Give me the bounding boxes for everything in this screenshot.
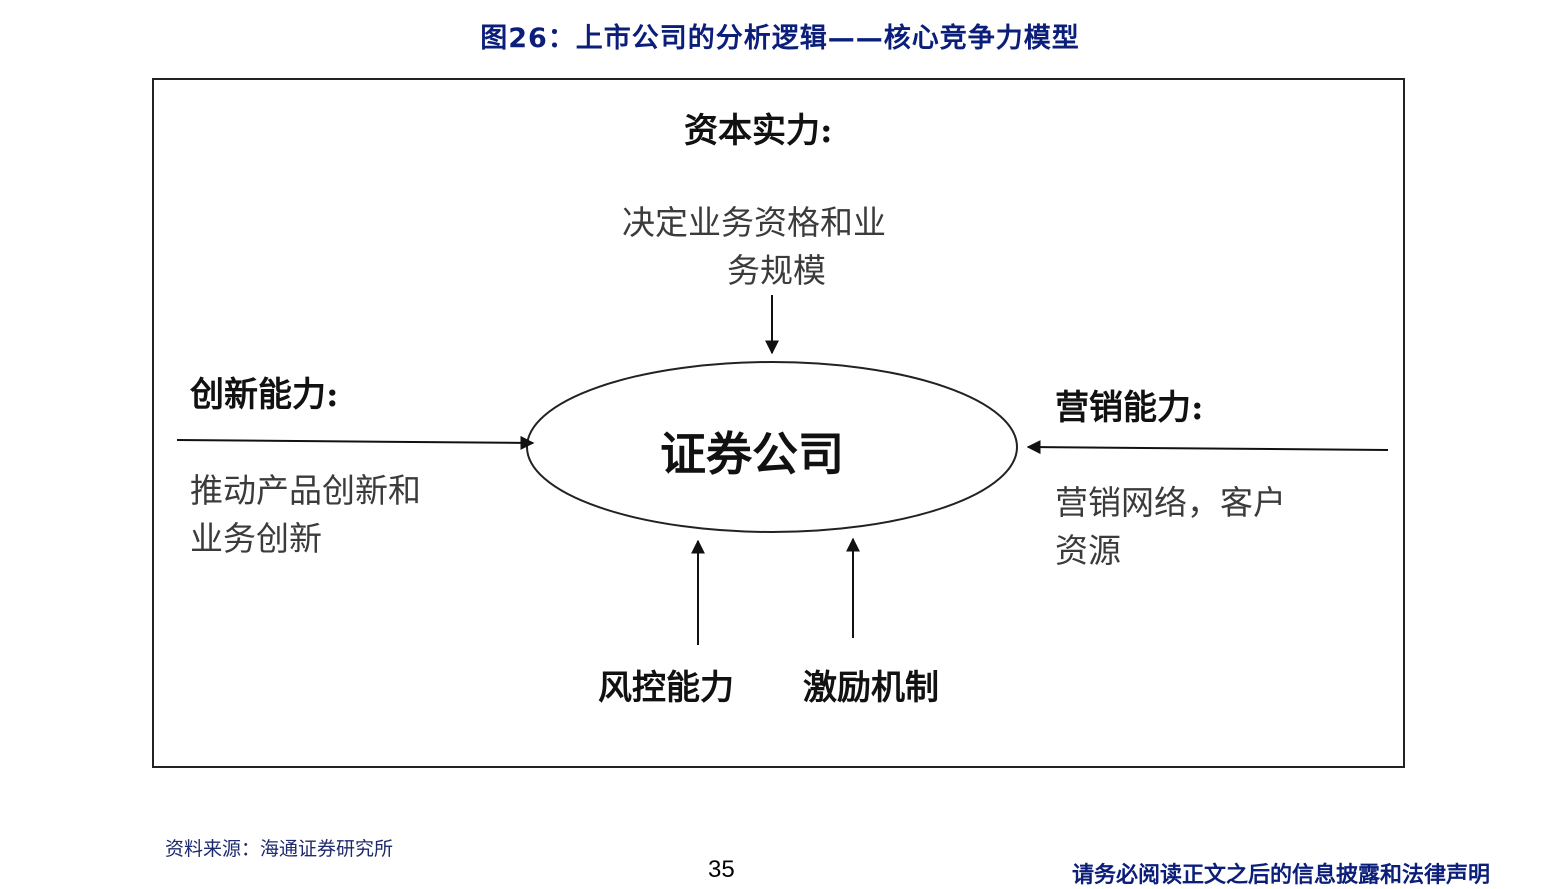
marketing-header: 营销能力:	[1055, 388, 1204, 428]
risk-control-label: 风控能力	[598, 668, 734, 708]
marketing-desc-line1: 营销网络，客户	[1055, 483, 1286, 522]
innovation-desc-line2: 业务创新	[190, 519, 322, 558]
capital-strength-desc-line2: 务规模	[727, 251, 826, 290]
capital-strength-desc-line1: 决定业务资格和业	[622, 203, 886, 242]
capital-strength-header: 资本实力:	[684, 111, 833, 151]
marketing-desc-line2: 资源	[1055, 531, 1121, 570]
innovation-header: 创新能力:	[190, 375, 339, 415]
center-label: 证券公司	[660, 427, 844, 481]
source-note: 资料来源：海通证券研究所	[165, 838, 394, 860]
arrow-right	[1026, 440, 1389, 455]
arrow-left	[176, 435, 535, 450]
innovation-desc-line1: 推动产品创新和	[190, 471, 421, 510]
disclaimer-link: 请务必阅读正文之后的信息披露和法律声明	[1071, 862, 1490, 888]
incentive-mechanism-label: 激励机制	[803, 668, 939, 708]
diagram-frame	[152, 78, 1405, 768]
figure-title: 图26：上市公司的分析逻辑——核心竞争力模型	[480, 23, 1080, 54]
page-number: 35	[708, 856, 735, 883]
